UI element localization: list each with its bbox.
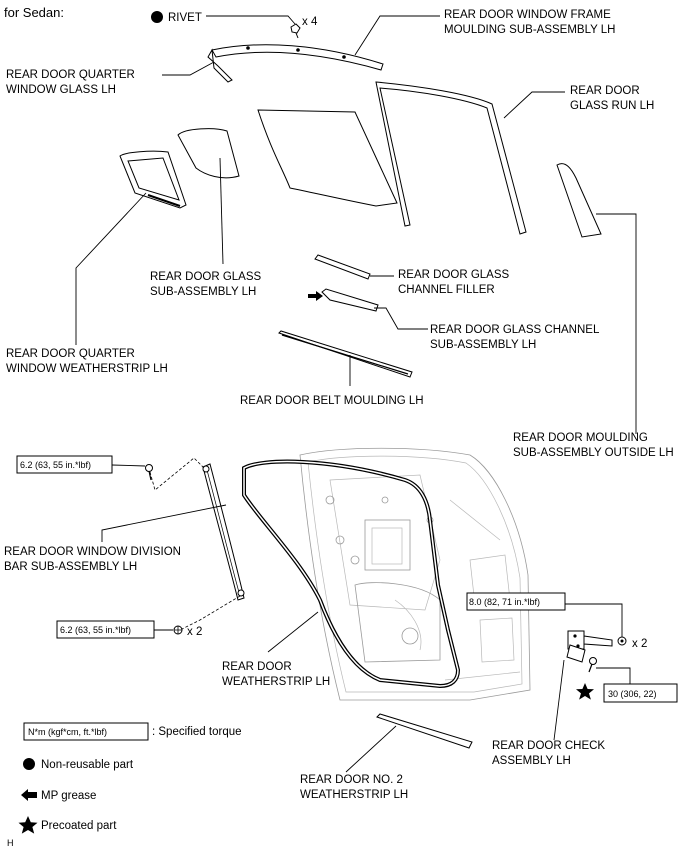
upper-torque-leader xyxy=(111,464,146,467)
quarter-ws-leader xyxy=(75,192,147,345)
glass-sub-label-line2: SUB-ASSEMBLY LH xyxy=(150,286,256,298)
door-check-label-line2: ASSEMBLY LH xyxy=(492,755,571,767)
window-frame-moulding-part xyxy=(207,44,384,83)
glass-sub-label-line1: REAR DOOR GLASS xyxy=(150,271,262,283)
check-torque-leader xyxy=(565,603,623,637)
upper-torque-value: 6.2 (63, 55 in.*lbf) xyxy=(20,460,91,470)
precoat-torque-leader xyxy=(596,667,631,684)
quarter-window-weatherstrip-part xyxy=(119,150,187,209)
glass-run-label-line1: REAR DOOR xyxy=(570,85,640,97)
lower-torque-box xyxy=(56,620,155,639)
legend-torque-box xyxy=(23,722,149,741)
lower-torque-value: 6.2 (63, 55 in.*lbf) xyxy=(60,625,131,635)
lower-bolt xyxy=(173,625,183,635)
glass-channel-part xyxy=(321,288,379,312)
rivet-label: RIVET xyxy=(168,12,202,24)
belt-moulding-label: REAR DOOR BELT MOULDING LH xyxy=(240,395,424,407)
glass-channel-leader xyxy=(374,307,428,330)
no2-weatherstrip-label-line1: REAR DOOR NO. 2 xyxy=(300,774,403,786)
glass-sub-leader xyxy=(219,157,224,265)
non-reusable-rivet-icon xyxy=(151,11,163,23)
no2-weatherstrip-part xyxy=(376,713,473,749)
quarter-window-glass-part xyxy=(177,128,240,179)
quarter-ws-label-line1: REAR DOOR QUARTER xyxy=(6,348,135,360)
precoat-torque-value: 30 (306, 22) xyxy=(608,689,657,699)
outside-moulding-leader xyxy=(596,213,637,434)
precoated-star-icon xyxy=(576,683,594,700)
division-bar-leader xyxy=(101,504,227,542)
door-glass-part xyxy=(257,109,398,207)
belt-moulding-part xyxy=(278,330,413,378)
weatherstrip-label-line2: WEATHERSTRIP LH xyxy=(222,676,330,688)
mp-grease-arrow-icon xyxy=(308,291,323,301)
legend-precoated: Precoated part xyxy=(41,820,117,832)
door-check-leader xyxy=(553,659,565,741)
lower-screw-dashline xyxy=(179,595,241,631)
corner-mark: H xyxy=(7,838,14,848)
outside-moulding-label-line1: REAR DOOR MOULDING xyxy=(513,432,648,444)
division-bar-label-line2: BAR SUB-ASSEMBLY LH xyxy=(4,561,137,573)
weatherstrip-leader xyxy=(267,611,319,653)
frame-moulding-label-line2: MOULDING SUB-ASSEMBLY LH xyxy=(444,24,615,36)
glass-run-part xyxy=(375,81,527,235)
legend-mp-grease: MP grease xyxy=(41,790,96,802)
outside-moulding-label-line2: SUB-ASSEMBLY OUTSIDE LH xyxy=(513,447,674,459)
no2-weatherstrip-label-line2: WEATHERSTRIP LH xyxy=(300,789,408,801)
glass-run-label-line2: GLASS RUN LH xyxy=(570,100,654,112)
upper-screw-dashline xyxy=(149,457,204,491)
glass-run-leader xyxy=(503,91,565,119)
division-bar-part xyxy=(202,463,245,601)
upper-torque-box xyxy=(16,455,113,474)
legend-torque-format: N*m (kgf*cm, ft.*lbf) xyxy=(28,727,107,737)
check-bolt xyxy=(588,657,597,673)
upper-screw xyxy=(145,464,153,481)
door-check-label-line1: REAR DOOR CHECK xyxy=(492,740,605,752)
quarter-glass-leader xyxy=(162,61,215,76)
quarter-ws-label-line2: WINDOW WEATHERSTRIP LH xyxy=(6,363,168,375)
legend-mp-grease-icon xyxy=(21,789,37,801)
channel-filler-label-line1: REAR DOOR GLASS xyxy=(398,269,510,281)
rivet-quantity: x 4 xyxy=(302,16,318,28)
glass-channel-label-line1: REAR DOOR GLASS CHANNEL xyxy=(430,324,600,336)
legend-precoated-icon xyxy=(18,816,38,834)
check-torque-box xyxy=(466,592,566,611)
check-torque-value: 8.0 (82, 71 in.*lbf) xyxy=(469,597,540,607)
diagram-heading: for Sedan: xyxy=(4,5,64,20)
frame-moulding-leader xyxy=(354,15,440,56)
quarter-glass-label-line2: WINDOW GLASS LH xyxy=(6,84,116,96)
quarter-glass-label-line1: REAR DOOR QUARTER xyxy=(6,69,135,81)
door-weatherstrip-part xyxy=(242,459,461,689)
weatherstrip-label-line1: REAR DOOR xyxy=(222,661,292,673)
frame-moulding-label-line1: REAR DOOR WINDOW FRAME xyxy=(444,9,611,21)
outside-moulding-part xyxy=(556,163,602,238)
door-check-part xyxy=(566,630,613,663)
check-nut xyxy=(617,636,627,646)
check-torque-quantity: x 2 xyxy=(632,638,647,650)
lower-torque-quantity: x 2 xyxy=(187,626,202,638)
glass-channel-label-line2: SUB-ASSEMBLY LH xyxy=(430,339,536,351)
legend-torque-description: : Specified torque xyxy=(152,726,242,738)
rivet-part xyxy=(290,23,301,39)
precoat-torque-box xyxy=(603,683,678,703)
channel-filler-part xyxy=(314,254,371,280)
legend-non-reusable-icon xyxy=(23,758,35,770)
legend-non-reusable: Non-reusable part xyxy=(41,759,134,771)
no2-weatherstrip-leader xyxy=(345,725,397,773)
rivet-leader xyxy=(206,15,296,25)
division-bar-label-line1: REAR DOOR WINDOW DIVISION xyxy=(4,546,181,558)
channel-filler-label-line2: CHANNEL FILLER xyxy=(398,284,495,296)
